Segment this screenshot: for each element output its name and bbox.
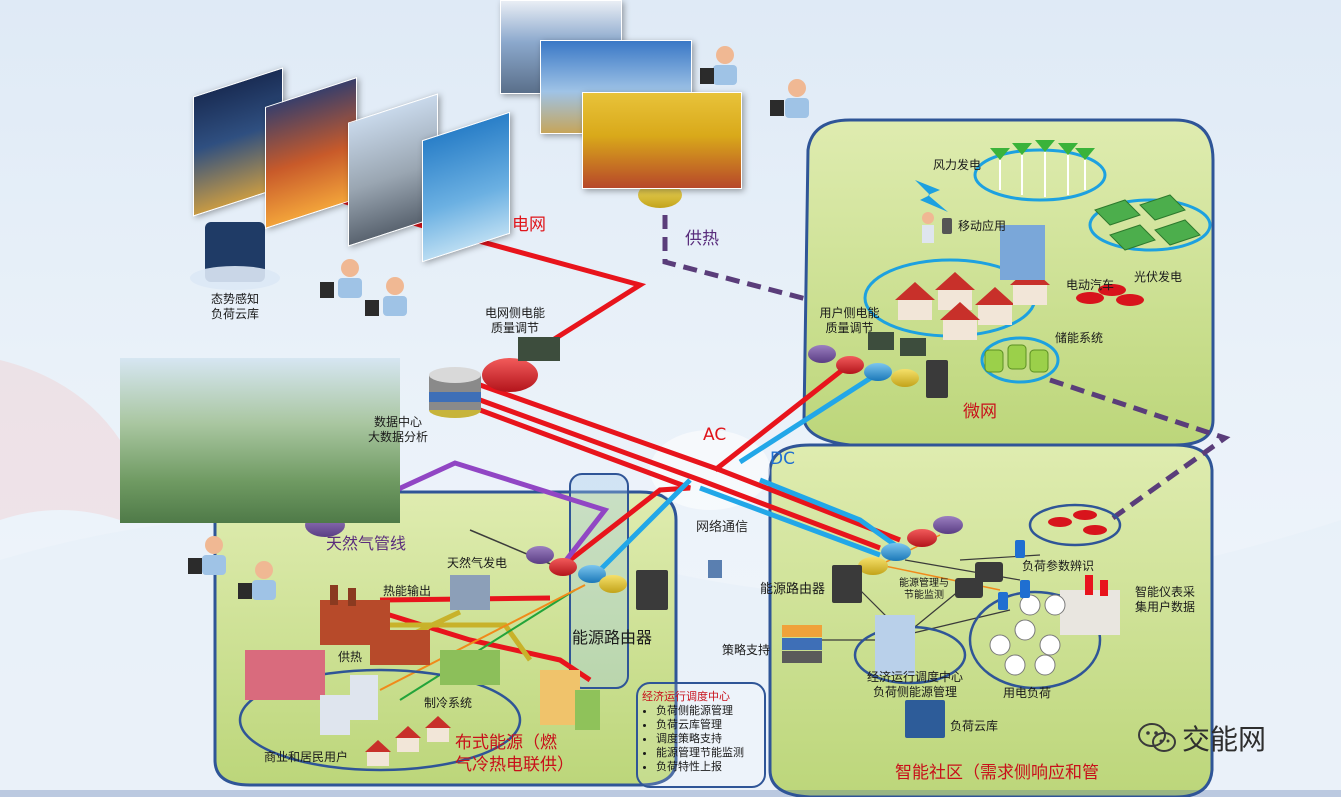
heat-dashed-line bbox=[1049, 377, 1231, 523]
heat-dashed-line bbox=[662, 215, 811, 303]
energy-mgmt-label: 能源管理与 节能监测 bbox=[899, 578, 949, 601]
data-center-icon bbox=[429, 367, 481, 418]
storage-label: 储能系统 bbox=[1055, 331, 1104, 345]
grid-quality-device bbox=[518, 337, 560, 361]
ac-label: AC bbox=[703, 425, 727, 445]
heat-supply-label: 供热 bbox=[338, 650, 363, 664]
energy-router-left-label: 能源路由器 bbox=[572, 628, 653, 647]
ac-line bbox=[479, 407, 691, 562]
ac-line bbox=[479, 382, 901, 543]
router-group bbox=[305, 182, 963, 593]
grid-quality-label: 电网侧电能 质量调节 bbox=[484, 306, 545, 335]
network-comm-label: 网络通信 bbox=[696, 520, 749, 535]
situation-cloud-label: 态势感知 负荷云库 bbox=[210, 292, 259, 321]
network-device-icon bbox=[708, 560, 722, 578]
pv-label: 光伏发电 bbox=[1134, 270, 1183, 284]
dispatch-center-label: 经济运行调度中心 负荷侧能源管理 bbox=[866, 670, 963, 699]
list-item: 调度策略支持 bbox=[656, 732, 760, 746]
distributed-energy-title: 布式能源（燃 气冷热电联供） bbox=[455, 733, 574, 775]
data-center-label: 数据中心 大数据分析 bbox=[367, 415, 428, 444]
gas-gen-label: 天然气发电 bbox=[447, 556, 508, 570]
mobile-app-label: 移动应用 bbox=[958, 219, 1007, 233]
dc-label: DC bbox=[770, 449, 795, 469]
wind-label: 风力发电 bbox=[933, 158, 982, 172]
power-load-label: 用电负荷 bbox=[1003, 686, 1052, 700]
dc-line bbox=[699, 485, 881, 558]
list-item: 负荷侧能源管理 bbox=[656, 704, 760, 718]
pipeline-valves-photo bbox=[582, 92, 742, 189]
dispatch-center-box: 经济运行调度中心 负荷侧能源管理 负荷云库管理 调度策略支持 能源管理节能监测 … bbox=[636, 682, 766, 788]
dc-line bbox=[759, 477, 897, 548]
heat-output-label: 热能输出 bbox=[383, 584, 432, 598]
list-item: 能源管理节能监测 bbox=[656, 746, 760, 760]
heat-line-label: 供热 bbox=[685, 229, 719, 249]
thermal-plant-photo bbox=[120, 358, 400, 523]
dc-line-microgrid bbox=[738, 369, 882, 465]
watermark-text: 交能网 bbox=[1182, 723, 1267, 756]
residential-label: 商业和居民用户 bbox=[264, 750, 349, 764]
user-quality-label: 用户侧电能 质量调节 bbox=[819, 306, 880, 335]
bottom-strip bbox=[0, 790, 1341, 797]
dc-line bbox=[593, 478, 692, 577]
dispatch-box-title: 经济运行调度中心 bbox=[642, 690, 730, 703]
wechat-icon bbox=[1138, 723, 1176, 752]
grid-label: 电网 bbox=[512, 215, 546, 235]
load-param-label: 负荷参数辨识 bbox=[1022, 559, 1095, 573]
microgrid-zone bbox=[802, 118, 1215, 447]
ac-line-microgrid bbox=[713, 358, 857, 472]
smart-community-title: 智能社区（需求侧响应和管 bbox=[895, 763, 1099, 783]
list-item: 负荷云库管理 bbox=[656, 718, 760, 732]
energy-router-right-label: 能源路由器 bbox=[760, 582, 826, 597]
smart-meter-label: 智能仪表采 集用户数据 bbox=[1134, 585, 1195, 614]
dispatch-box-list: 负荷侧能源管理 负荷云库管理 调度策略支持 能源管理节能监测 负荷特性上报 bbox=[642, 704, 760, 774]
strategy-label: 策略支持 bbox=[722, 643, 771, 657]
ac-line bbox=[479, 397, 881, 551]
ev-label: 电动汽车 bbox=[1066, 278, 1115, 292]
watermark: 交能网 bbox=[1138, 718, 1266, 758]
cooling-label: 制冷系统 bbox=[424, 696, 473, 710]
microgrid-title: 微网 bbox=[963, 402, 997, 422]
list-item: 负荷特性上报 bbox=[656, 760, 760, 774]
load-cloud-label: 负荷云库 bbox=[950, 719, 999, 733]
background-swoosh bbox=[0, 360, 120, 520]
main-router-icon bbox=[482, 358, 538, 392]
gas-pipeline-label: 天然气管线 bbox=[326, 534, 407, 553]
operator-icons bbox=[188, 46, 809, 600]
